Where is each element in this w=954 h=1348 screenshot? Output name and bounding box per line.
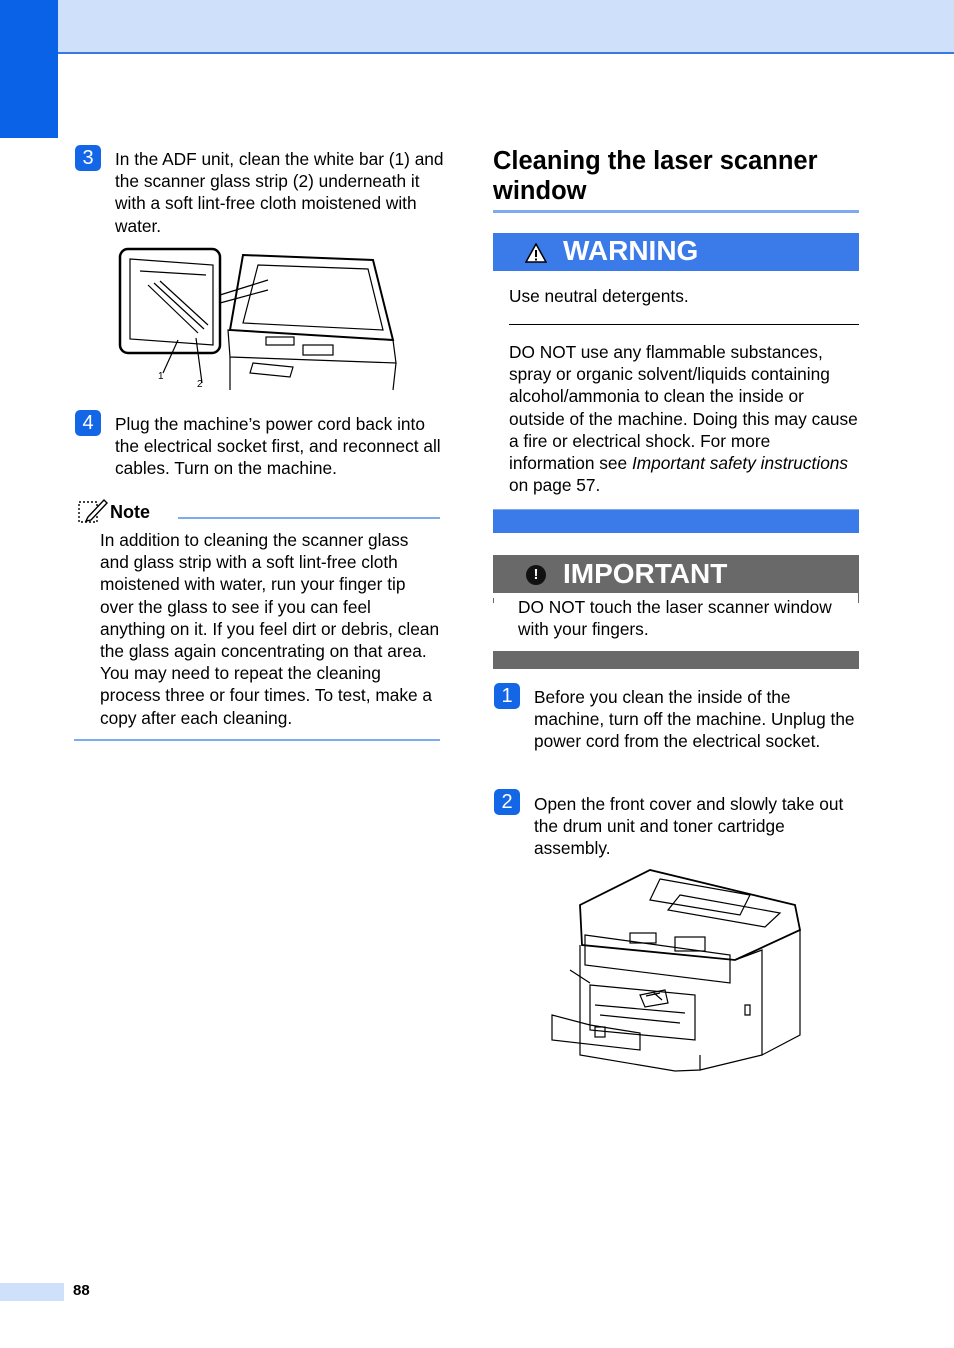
step-3-badge: 3 xyxy=(75,145,101,171)
warning-text-main: DO NOT use any flammable substances, spr… xyxy=(509,342,858,474)
note-text: In addition to cleaning the scanner glas… xyxy=(100,529,440,729)
step-4-paragraph: Plug the machine’s power cord back into … xyxy=(115,414,441,479)
warning-bar: WARNING xyxy=(493,233,859,271)
note-icon xyxy=(78,498,108,523)
note-bottom-rule xyxy=(74,739,440,741)
drum-removal-illustration xyxy=(551,869,802,1072)
warning-text-1: Use neutral detergents. xyxy=(509,285,859,307)
step-1-text: Before you clean the inside of the machi… xyxy=(534,686,864,753)
warning-triangle-icon xyxy=(525,243,547,263)
step-3-text: In the ADF unit, clean the white bar (1)… xyxy=(115,148,445,237)
section-title: Cleaning the laser scanner window xyxy=(493,147,818,205)
step-3-paragraph: In the ADF unit, clean the white bar (1)… xyxy=(115,149,444,236)
note-top-rule xyxy=(178,517,440,519)
header-band xyxy=(0,0,954,54)
warning-text-tail: on page 57. xyxy=(509,475,601,496)
step-1-badge: 1 xyxy=(494,683,520,709)
chapter-tab xyxy=(0,0,58,138)
note-paragraph: In addition to cleaning the scanner glas… xyxy=(100,530,440,728)
important-left-edge xyxy=(493,598,494,603)
note-label: Note xyxy=(110,502,150,522)
step-4-badge: 4 xyxy=(75,410,101,436)
page-number: 88 xyxy=(73,1282,90,1299)
warning-divider xyxy=(509,324,859,325)
important-paragraph: DO NOT touch the laser scanner window wi… xyxy=(518,597,832,640)
step-4-text: Plug the machine’s power cord back into … xyxy=(115,413,445,480)
important-bar: ! IMPORTANT xyxy=(493,555,859,593)
section-title-rule xyxy=(493,210,859,213)
important-right-edge xyxy=(858,593,859,603)
important-title: IMPORTANT xyxy=(563,558,728,589)
important-text: DO NOT touch the laser scanner window wi… xyxy=(518,596,863,640)
adf-cleaning-illustration: 1 2 xyxy=(118,247,397,391)
step-1-paragraph: Before you clean the inside of the machi… xyxy=(534,687,855,752)
footer-tab xyxy=(0,1283,64,1301)
warning-end-strip xyxy=(493,510,859,533)
warning-title: WARNING xyxy=(563,235,699,266)
warning-paragraph-2: DO NOT use any flammable substances, spr… xyxy=(509,341,859,496)
warning-text-2: DO NOT use any flammable substances, spr… xyxy=(509,341,859,496)
warning-end-line xyxy=(493,509,859,510)
important-end-strip xyxy=(493,651,859,669)
safety-instructions-reference: Important safety instructions xyxy=(631,453,849,474)
step-2-text: Open the front cover and slowly take out… xyxy=(534,793,864,860)
warning-paragraph-1: Use neutral detergents. xyxy=(509,286,689,306)
step-2-badge: 2 xyxy=(494,789,520,815)
callout-2: 2 xyxy=(197,379,203,390)
exclamation-icon: ! xyxy=(526,565,546,585)
callout-1: 1 xyxy=(158,371,164,382)
step-2-paragraph: Open the front cover and slowly take out… xyxy=(534,794,844,859)
